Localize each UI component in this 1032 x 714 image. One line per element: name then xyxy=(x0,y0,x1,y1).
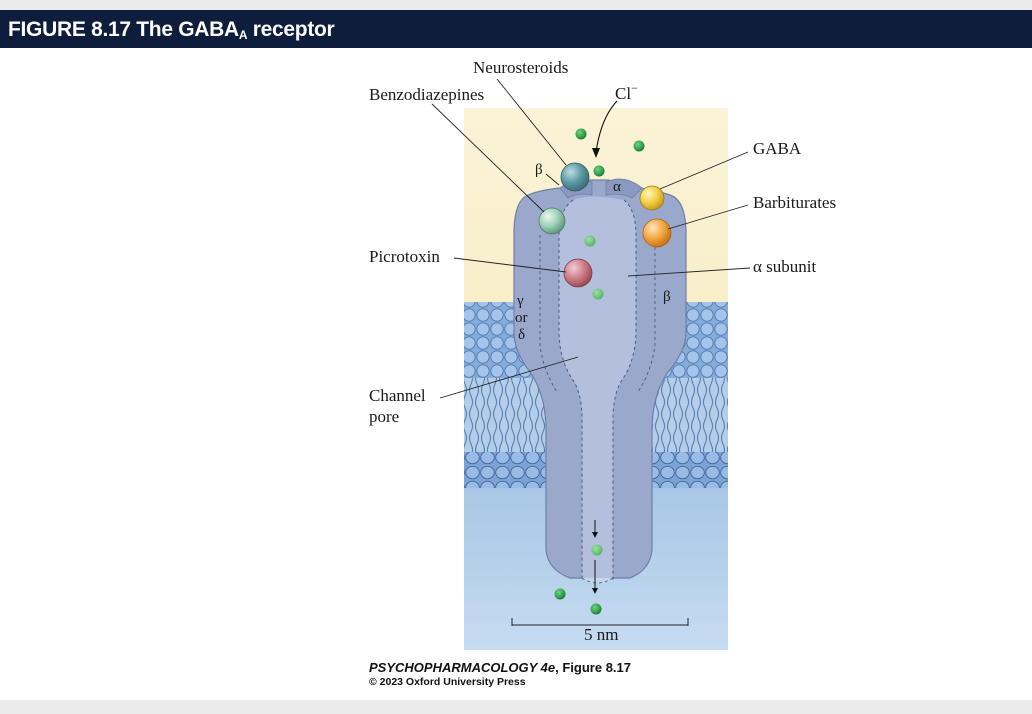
neurosteroids-label: Neurosteroids xyxy=(473,58,568,77)
benzodiazepines-label: Benzodiazepines xyxy=(369,85,484,104)
copyright-notice: © 2023 Oxford University Press xyxy=(369,676,526,688)
gaba-label: GABA xyxy=(753,139,802,158)
book-reference: PSYCHOPHARMACOLOGY 4e, Figure 8.17 xyxy=(369,660,632,675)
scale-label: 5 nm xyxy=(584,625,618,644)
top-lobe-right xyxy=(605,178,643,199)
subunit-boundary-right-outer xyxy=(637,235,656,393)
chloride-label: Cl− xyxy=(615,81,638,103)
picrotoxin-label: Picrotoxin xyxy=(369,247,440,266)
picrotoxin-leader xyxy=(453,257,567,273)
delta-subunit-label: δ xyxy=(518,327,525,343)
figure-credit: PSYCHOPHARMACOLOGY 4e, Figure 8.17 © 202… xyxy=(369,660,631,688)
chloride-ion xyxy=(554,588,566,600)
chloride-ion xyxy=(584,235,596,247)
chloride-ion xyxy=(592,288,604,300)
chloride-entry-arrowhead xyxy=(592,148,600,158)
or-subunit-label: or xyxy=(515,310,528,326)
barbiturates-leader xyxy=(667,204,749,230)
subunit-boundary-right xyxy=(612,199,637,580)
chloride-ion xyxy=(591,544,603,556)
gaba-leader xyxy=(659,151,749,190)
channel-exit xyxy=(581,577,614,584)
beta-right-subunit-label: β xyxy=(663,289,671,305)
scale-bar xyxy=(511,618,689,626)
pore-label: pore xyxy=(369,407,399,426)
chloride-entry-arrow xyxy=(595,100,618,153)
chloride-flow-arrowhead-2 xyxy=(592,588,598,594)
figure-title: FIGURE 8.17 The GABAA receptor xyxy=(8,18,335,42)
neurosteroid-binding-site xyxy=(560,162,590,192)
figure-title-bar: FIGURE 8.17 The GABAA receptor xyxy=(0,10,1032,48)
benzodiazepines-leader xyxy=(431,103,545,213)
chloride-ion xyxy=(633,140,645,152)
receptor-channel-core xyxy=(559,196,636,580)
chloride-ion xyxy=(593,165,605,177)
subunit-boundary-left-outer xyxy=(539,235,558,393)
chloride-ion xyxy=(590,603,602,615)
barbiturate-binding-site xyxy=(642,218,672,248)
alpha-subunit-label: α subunit xyxy=(753,257,816,276)
chloride-flow-arrowhead-1 xyxy=(592,532,598,538)
chloride-ion xyxy=(575,128,587,140)
gamma-subunit-label: γ xyxy=(516,293,524,309)
beta-top-subunit-label: β xyxy=(535,162,543,178)
chloride-ions xyxy=(554,128,645,615)
bottom-strip xyxy=(0,700,1032,714)
barbiturates-label: Barbiturates xyxy=(753,193,836,212)
benzodiazepine-binding-site xyxy=(538,207,566,235)
alpha-top-subunit-label: α xyxy=(613,179,621,195)
beta-top-leader xyxy=(545,173,560,186)
picrotoxin-binding-site xyxy=(563,258,593,288)
gaba-binding-site xyxy=(639,185,665,211)
top-strip xyxy=(0,0,1032,10)
alpha-subunit-leader xyxy=(627,267,751,277)
channel-pore-leader xyxy=(439,356,579,399)
neurosteroids-leader xyxy=(496,78,567,166)
leader-lines xyxy=(431,78,751,399)
channel-label: Channel xyxy=(369,386,426,405)
